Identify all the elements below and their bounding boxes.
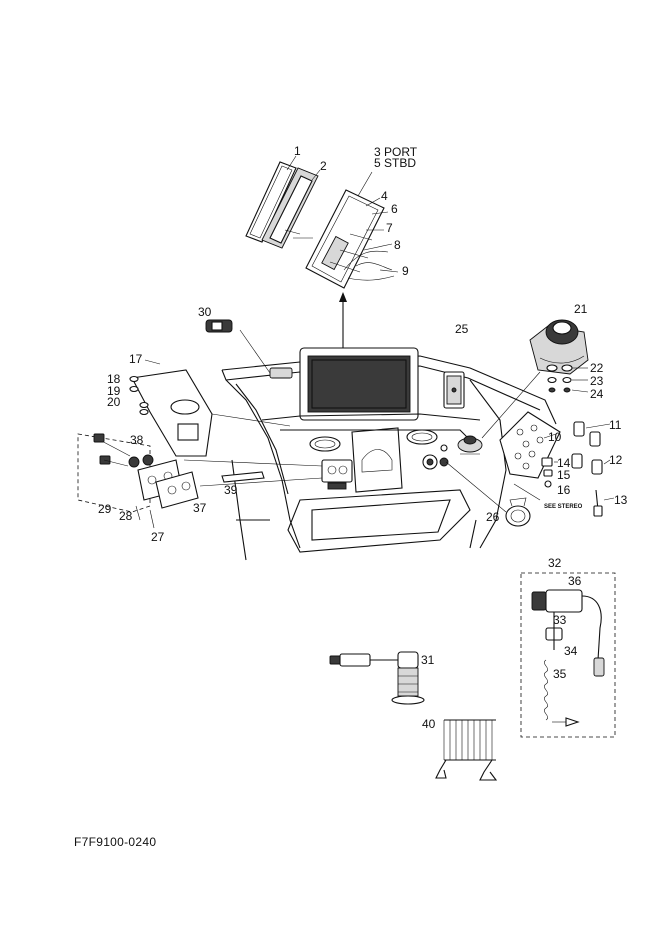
label-36: 36 [568, 574, 582, 588]
part-31-socket [329, 651, 425, 705]
label-35: 35 [553, 667, 567, 681]
label-25: 25 [455, 322, 469, 336]
label-34: 34 [564, 644, 578, 658]
hardware-14-16 [541, 457, 558, 488]
label-19: 19 [107, 384, 121, 398]
label-14: 14 [557, 456, 571, 470]
label-7: 7 [386, 221, 393, 235]
label-6: 6 [391, 202, 398, 216]
part-13-pin [593, 489, 615, 517]
label-28: 28 [119, 509, 133, 523]
label-13: 13 [614, 493, 628, 507]
label-18: 18 [107, 372, 121, 386]
switch-harness-group [77, 433, 323, 529]
label-15: 15 [557, 468, 571, 482]
label-5-stbd: 5 STBD [374, 156, 416, 170]
part-26-cap [445, 461, 531, 527]
kill-switch-assembly [520, 572, 616, 738]
label-31: 31 [421, 653, 435, 667]
label-27: 27 [151, 530, 165, 544]
part-21-joystick [481, 319, 589, 439]
label-26: 26 [486, 510, 500, 524]
label-37: 37 [193, 501, 207, 515]
label-8: 8 [394, 238, 401, 252]
label-30: 30 [198, 305, 212, 319]
part-labels: 1 2 3 PORT 5 STBD 4 6 7 8 9 10 11 12 13 … [98, 144, 628, 731]
label-32: 32 [548, 556, 562, 570]
label-22: 22 [590, 361, 604, 375]
label-40: 40 [422, 717, 436, 731]
label-9: 9 [402, 264, 409, 278]
label-3-port: 3 PORT [374, 145, 418, 159]
label-38: 38 [130, 433, 144, 447]
part-10-switch-panel [499, 411, 561, 479]
gauge-assembly [245, 155, 399, 354]
label-see-stereo: SEE STEREO [544, 504, 583, 510]
label-16: 16 [557, 483, 571, 497]
label-24: 24 [590, 387, 604, 401]
part-17-panel [131, 359, 291, 457]
label-10: 10 [548, 430, 562, 444]
label-2: 2 [320, 159, 327, 173]
part-39-strip [221, 471, 265, 483]
label-21: 21 [574, 302, 588, 316]
document-code: F7F9100-0240 [74, 835, 157, 849]
part-40-lanyard [435, 719, 498, 781]
parts-11-12-switches [571, 421, 611, 475]
label-39: 39 [224, 483, 238, 497]
label-20: 20 [107, 395, 121, 409]
label-29: 29 [98, 502, 112, 516]
label-12: 12 [609, 453, 623, 467]
label-33: 33 [553, 613, 567, 627]
part-30-switch [205, 319, 233, 333]
label-23: 23 [590, 374, 604, 388]
hardware-18-20 [129, 375, 149, 416]
see-stereo-leader [513, 483, 541, 501]
label-1: 1 [294, 144, 301, 158]
hardware-22-24 [546, 364, 589, 393]
label-4: 4 [381, 189, 388, 203]
label-11: 11 [609, 418, 622, 432]
label-17: 17 [129, 352, 143, 366]
dash-panel [221, 329, 557, 561]
